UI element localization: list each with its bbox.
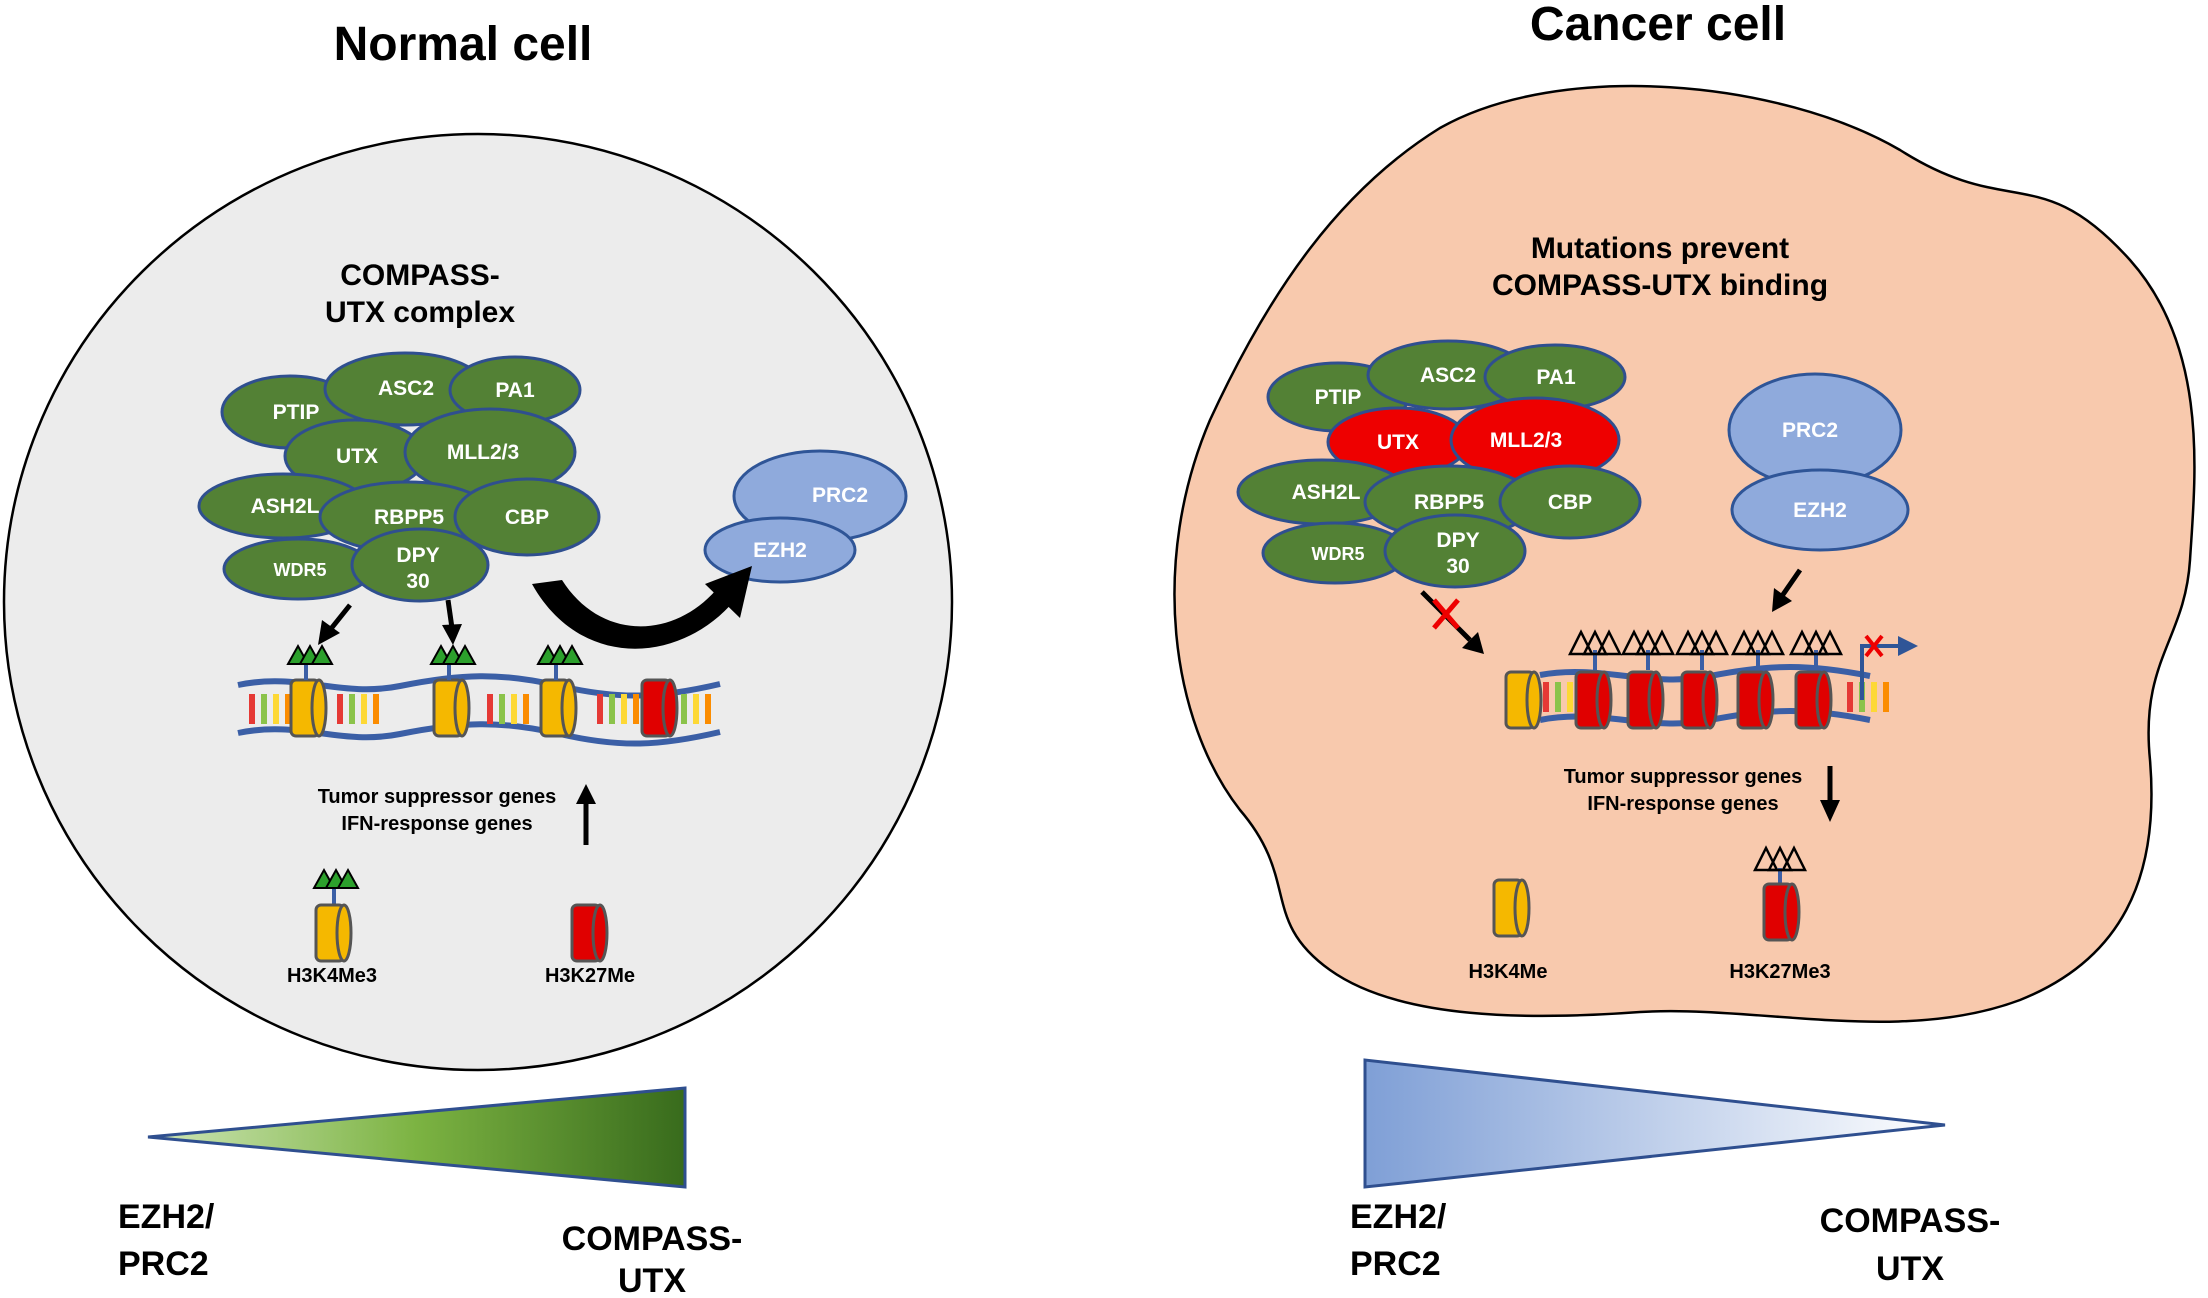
protein-rbpp5: RBPP5 (374, 506, 444, 529)
cancer-protein-asc2: ASC2 (1420, 364, 1476, 387)
cancer-protein-wdr5: WDR5 (1312, 544, 1365, 564)
cancer-ezh2-label: EZH2 (1793, 499, 1847, 522)
normal-prc2-complex (703, 449, 908, 584)
cancer-protein-utx: UTX (1377, 431, 1419, 454)
cancer-protein-mll: MLL2/3 (1490, 429, 1562, 452)
normal-mark-left-label: H3K4Me3 (287, 965, 377, 987)
cancer-protein-cbp: CBP (1548, 491, 1592, 514)
normal-binding-arrows (318, 599, 462, 645)
normal-protein-labels: PTIP ASC2 PA1 UTX MLL2/3 ASH2L RBPP5 CBP… (251, 377, 550, 593)
cancer-axis-left-line1: EZH2/ (1350, 1198, 1447, 1236)
cancer-mark-right-label: H3K27Me3 (1729, 961, 1830, 983)
cancer-protein-ptip: PTIP (1315, 386, 1362, 409)
normal-cell-membrane (2, 132, 954, 1072)
normal-axis-right-line1: COMPASS- (562, 1220, 743, 1258)
normal-curved-arrow (532, 566, 752, 649)
cancer-prc2-label: PRC2 (1782, 419, 1838, 442)
normal-cell-title: Normal cell (334, 18, 593, 71)
protein-dpy-line2: 30 (406, 570, 429, 593)
cancer-h3k27me3-mark (1753, 846, 1807, 942)
normal-genes-line1: Tumor suppressor genes (318, 786, 557, 808)
normal-h3k4me3-mark (313, 869, 359, 963)
cancer-protein-dpy-line2: 30 (1446, 555, 1469, 578)
cancer-axis-right-line2: UTX (1876, 1250, 1944, 1288)
normal-axis-left-line1: EZH2/ (118, 1198, 215, 1236)
cancer-genes-line2: IFN-response genes (1587, 793, 1778, 815)
normal-compass-utx-complex (197, 351, 601, 603)
normal-complex-label-line1: COMPASS- (340, 259, 499, 292)
cancer-cell-title: Cancer cell (1530, 0, 1786, 51)
cancer-genes-line1: Tumor suppressor genes (1564, 766, 1803, 788)
protein-ash2l: ASH2L (251, 495, 320, 518)
normal-genes-line2: IFN-response genes (341, 813, 532, 835)
cancer-axis-left-line2: PRC2 (1350, 1245, 1441, 1283)
cancer-protein-labels: PTIP ASC2 PA1 UTX MLL2/3 ASH2L RBPP5 CBP… (1292, 364, 1593, 578)
cancer-prc2-arrow (1772, 568, 1803, 612)
cancer-mutation-line1: Mutations prevent (1531, 232, 1789, 265)
normal-chromatin (237, 645, 721, 747)
cancer-protein-rbpp5: RBPP5 (1414, 491, 1484, 514)
normal-complex-label-line2: UTX complex (325, 296, 515, 329)
protein-asc2: ASC2 (378, 377, 434, 400)
protein-mll: MLL2/3 (447, 441, 519, 464)
cancer-prc2-complex (1727, 372, 1910, 552)
protein-cbp: CBP (505, 506, 549, 529)
cancer-chromatin (1504, 630, 1886, 730)
cancer-blocked-arrow (1420, 590, 1484, 654)
normal-mark-right-label: H3K27Me (545, 965, 635, 987)
cancer-mutation-line2: COMPASS-UTX binding (1492, 269, 1828, 302)
normal-axis-right-line2: UTX (618, 1262, 686, 1298)
normal-h3k27me-mark (570, 903, 609, 963)
protein-dpy-line1: DPY (396, 544, 439, 567)
normal-axis-left-line2: PRC2 (118, 1245, 209, 1283)
cancer-axis-right-line1: COMPASS- (1820, 1202, 2001, 1240)
normal-ezh2-label: EZH2 (753, 539, 807, 562)
protein-wdr5: WDR5 (274, 560, 327, 580)
protein-utx: UTX (336, 445, 378, 468)
normal-gradient-wedge (147, 1086, 687, 1189)
normal-up-arrow (576, 784, 596, 845)
cancer-compass-utx-complex (1236, 339, 1642, 589)
protein-pa1: PA1 (495, 379, 535, 402)
cancer-transcription-arrow (1860, 634, 1918, 700)
cancer-h3k4me-mark (1492, 878, 1531, 938)
normal-prc2-label: PRC2 (812, 484, 868, 507)
cancer-down-arrow (1820, 766, 1840, 822)
cancer-protein-pa1: PA1 (1536, 366, 1576, 389)
protein-ptip: PTIP (273, 401, 320, 424)
cancer-mark-left-label: H3K4Me (1469, 961, 1548, 983)
cancer-protein-ash2l: ASH2L (1292, 481, 1361, 504)
cancer-gradient-wedge (1363, 1058, 1946, 1189)
cancer-protein-dpy-line1: DPY (1436, 529, 1479, 552)
cancer-cell-membrane (1173, 84, 2196, 1023)
